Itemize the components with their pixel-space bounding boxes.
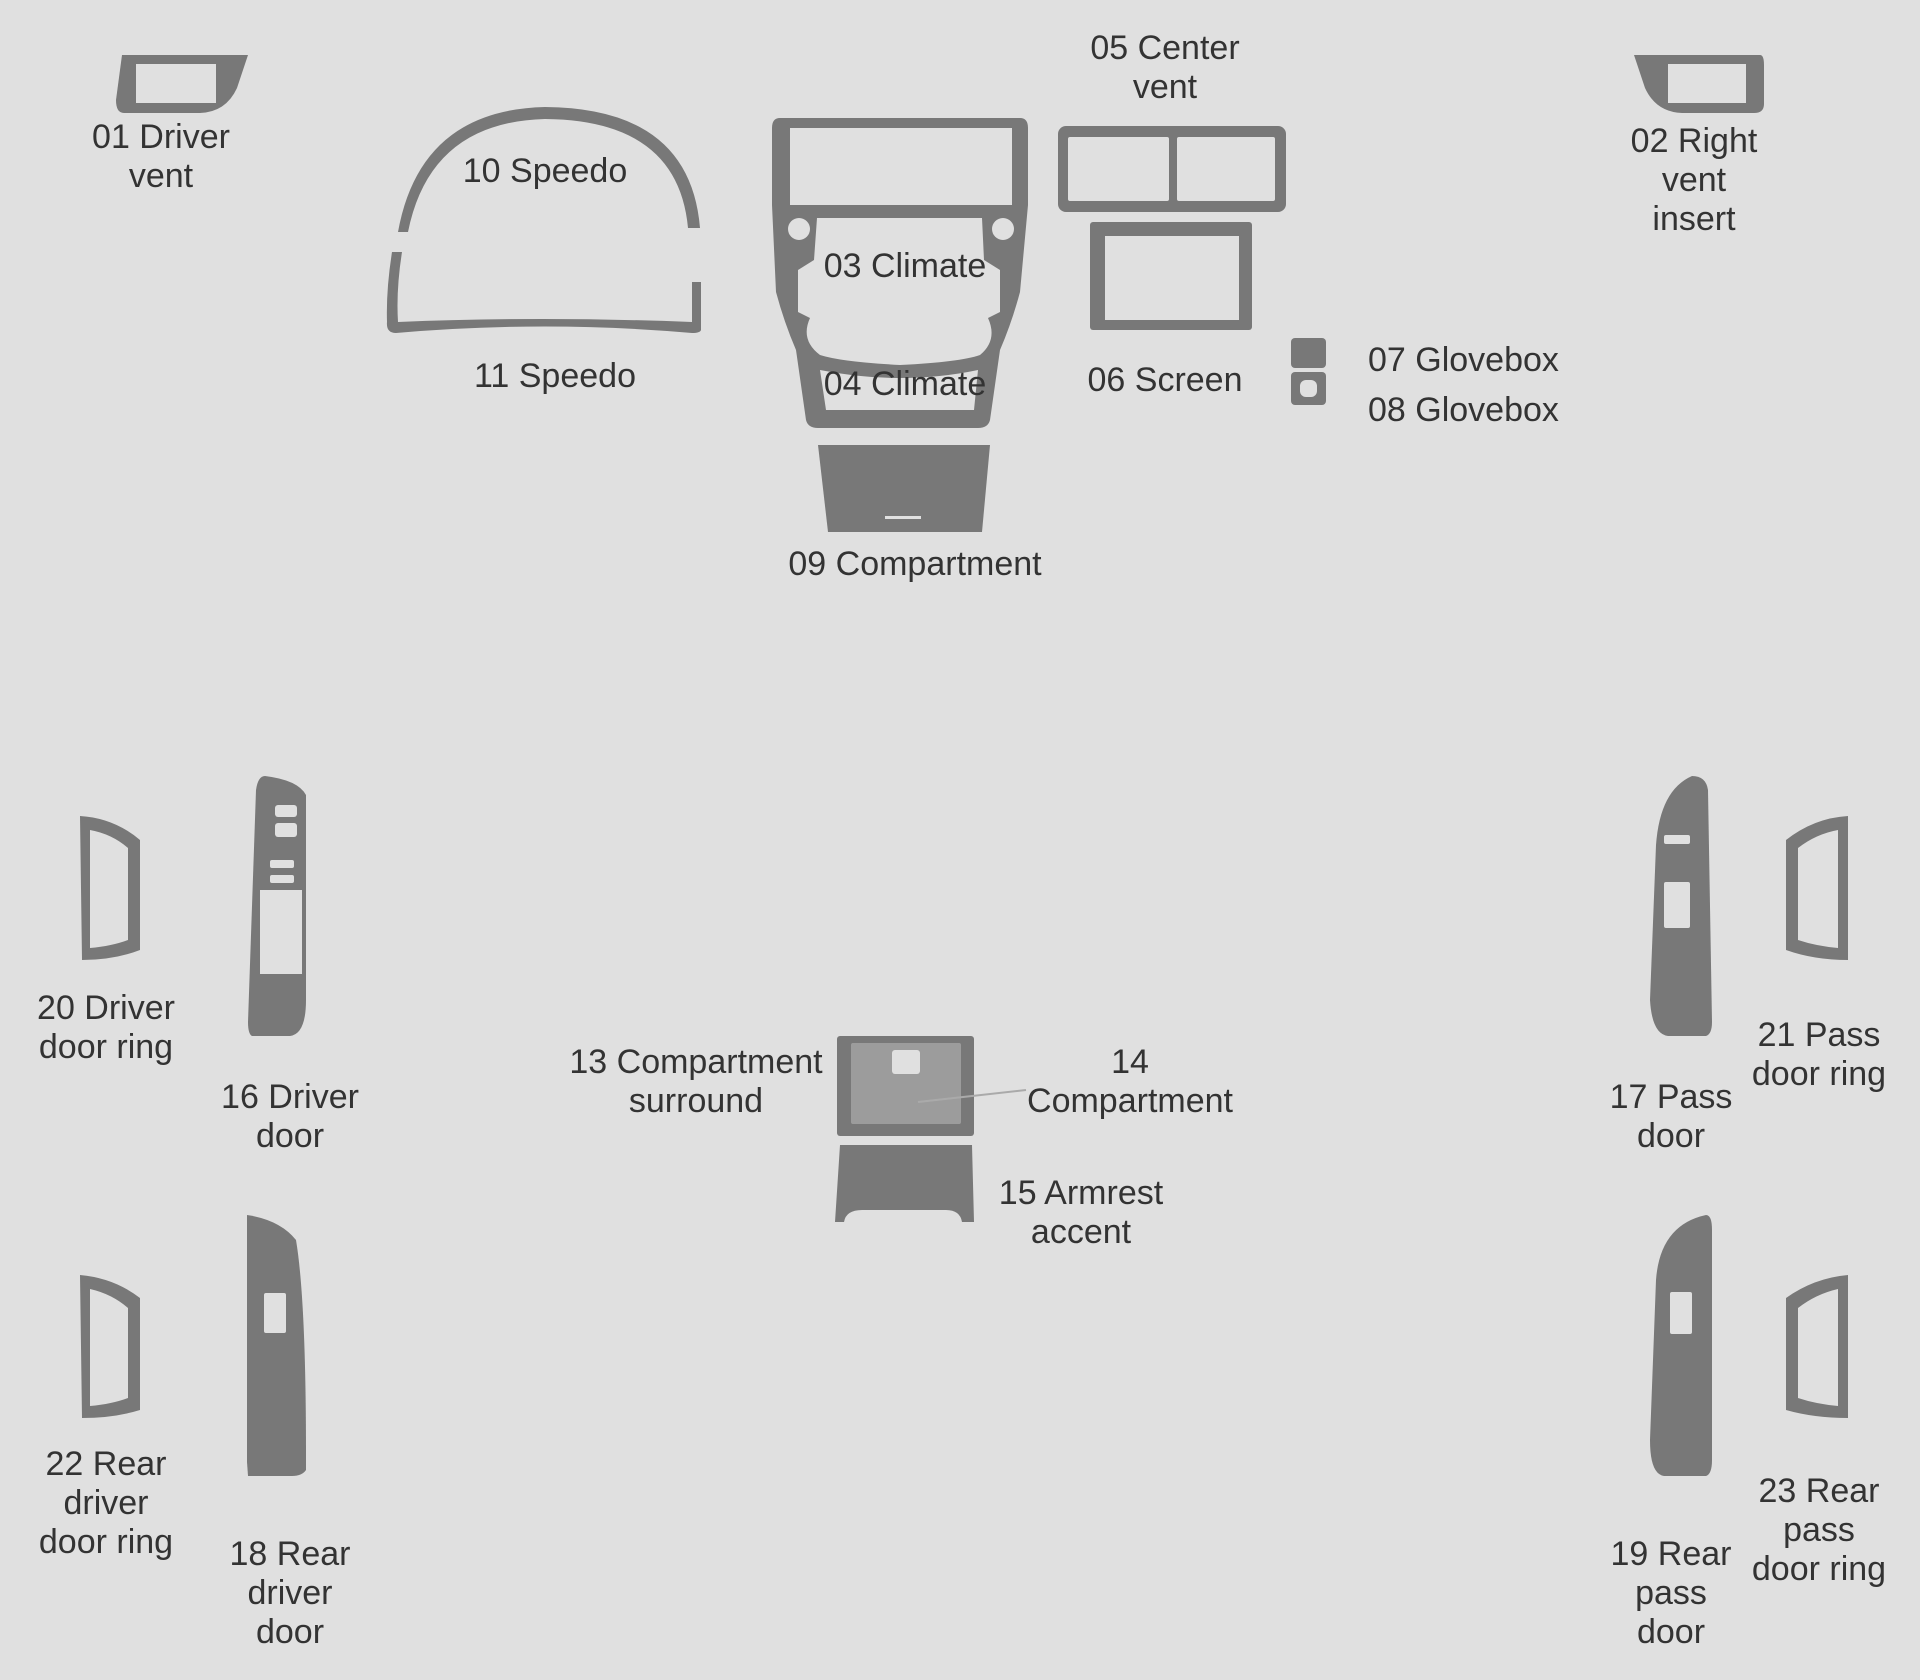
part-18-rear-driver-door-piece <box>247 1215 306 1476</box>
part-20-driver-door-ring-piece <box>80 816 140 960</box>
part-21-pass-door-ring-piece <box>1786 816 1848 960</box>
part-06-label: 06 Screen <box>1087 361 1243 399</box>
part-23-rear-pass-door-ring-piece <box>1786 1275 1848 1418</box>
part-17-pass-door-piece <box>1650 776 1712 1036</box>
part-13-14-compartment-piece <box>837 1036 1027 1136</box>
part-19-rear-pass-door-piece <box>1650 1215 1712 1476</box>
part-11-label: 11 Speedo <box>474 357 636 395</box>
part-07-glovebox-piece <box>1291 338 1326 368</box>
part-05-center-vent-piece <box>1058 126 1286 212</box>
part-08-label: 08 Glovebox <box>1368 391 1559 429</box>
part-10-label: 10 Speedo <box>462 152 628 190</box>
part-07-label: 07 Glovebox <box>1368 341 1559 379</box>
part-09-compartment-piece <box>818 445 990 532</box>
part-16-driver-door-piece <box>248 776 306 1036</box>
part-15-armrest-accent-piece <box>835 1145 974 1222</box>
part-02-right-vent-insert-piece <box>1634 55 1764 113</box>
part-09-label: 09 Compartment <box>788 545 1042 583</box>
part-01-driver-vent-piece <box>116 55 248 113</box>
part-22-rear-driver-door-ring-piece <box>80 1275 140 1418</box>
part-08-glovebox-piece <box>1291 372 1326 405</box>
part-04-label: 04 Climate <box>823 365 987 403</box>
part-03-04-climate-piece <box>772 118 1028 428</box>
part-03-label: 03 Climate <box>823 247 987 285</box>
part-11-speedo-piece <box>386 252 701 333</box>
part-06-screen-piece <box>1090 222 1252 330</box>
